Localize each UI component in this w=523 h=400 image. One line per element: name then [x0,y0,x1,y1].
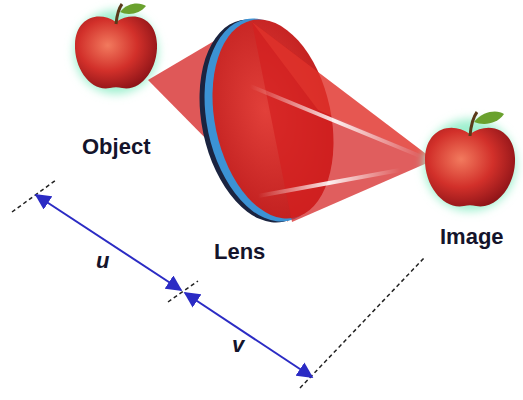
object-apple [74,4,158,94]
part-label: Lens [214,241,265,263]
light-cone-highlight [252,22,434,160]
dimension-label: u [96,250,109,272]
dimension-lines [12,180,424,388]
light-cone [252,22,434,222]
light-streak [258,170,400,196]
image-apple [424,112,516,211]
dimension-label: v [232,334,244,356]
part-label: Image [440,226,504,248]
part-label: Object [82,136,150,158]
light-streak [250,86,420,156]
